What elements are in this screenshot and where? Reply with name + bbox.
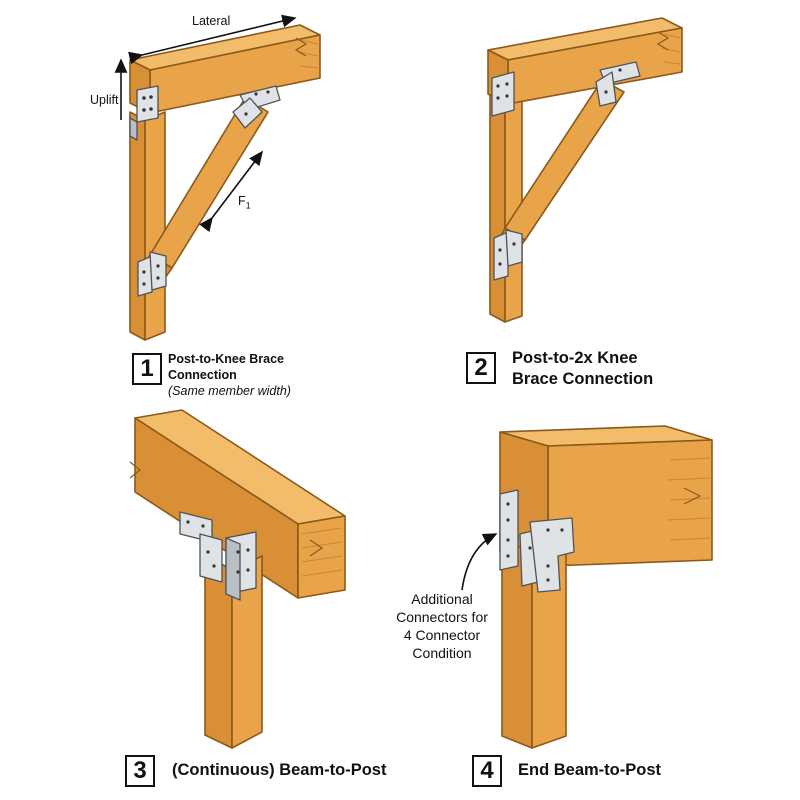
panel-3-drawing [129,409,346,749]
connector-3-right-icon [225,531,257,601]
panel-1-title-line1: Post-to-Knee Brace [168,352,284,366]
force-arrow [199,150,263,233]
panel-1-note: (Same member width) [168,384,291,398]
callout-line-1: Additional [411,591,473,607]
connector-2-top-left-icon [491,71,515,117]
connector-4-right-icon [529,517,575,593]
panel-2-title-line1: Post-to-2x Knee [512,349,638,367]
callout-arrow [461,533,498,591]
callout-line-4: Condition [412,645,472,661]
panel-4-number: 4 [472,755,502,787]
panel-3-number: 3 [125,755,155,787]
connector-bottom-icon [137,251,167,297]
lateral-label: Lateral [192,14,231,28]
callout-line-2: Connectors for [396,609,488,625]
force-label-main: F [238,194,246,208]
additional-connectors-callout: Additional Connectors for 4 Connector Co… [376,590,508,662]
panel-2-number: 2 [466,352,496,384]
panel-4-drawing [461,425,713,749]
uplift-label: Uplift [90,93,119,107]
panel-2-drawing [487,17,683,323]
connector-3-left-icon [179,511,223,583]
panel-1-drawing [114,14,321,341]
panel-3-title: (Continuous) Beam-to-Post [172,761,387,779]
connector-top-brace-icon [232,85,281,129]
panel-2-title-line2: Brace Connection [512,370,654,388]
connector-4-left-icon [499,489,519,571]
panel-1-title-line2: Connection [168,368,237,382]
connector-top-left-icon [129,85,159,142]
callout-line-3: 4 Connector [403,627,481,643]
force-label: F1 [238,194,251,211]
lateral-arrow [128,14,297,65]
connector-2-bottom-icon [493,229,523,281]
connector-2-top-brace-icon [595,61,641,107]
panel-4-title: End Beam-to-Post [518,761,662,779]
panel-1-number: 1 [132,353,162,385]
force-label-sub: 1 [245,200,251,211]
